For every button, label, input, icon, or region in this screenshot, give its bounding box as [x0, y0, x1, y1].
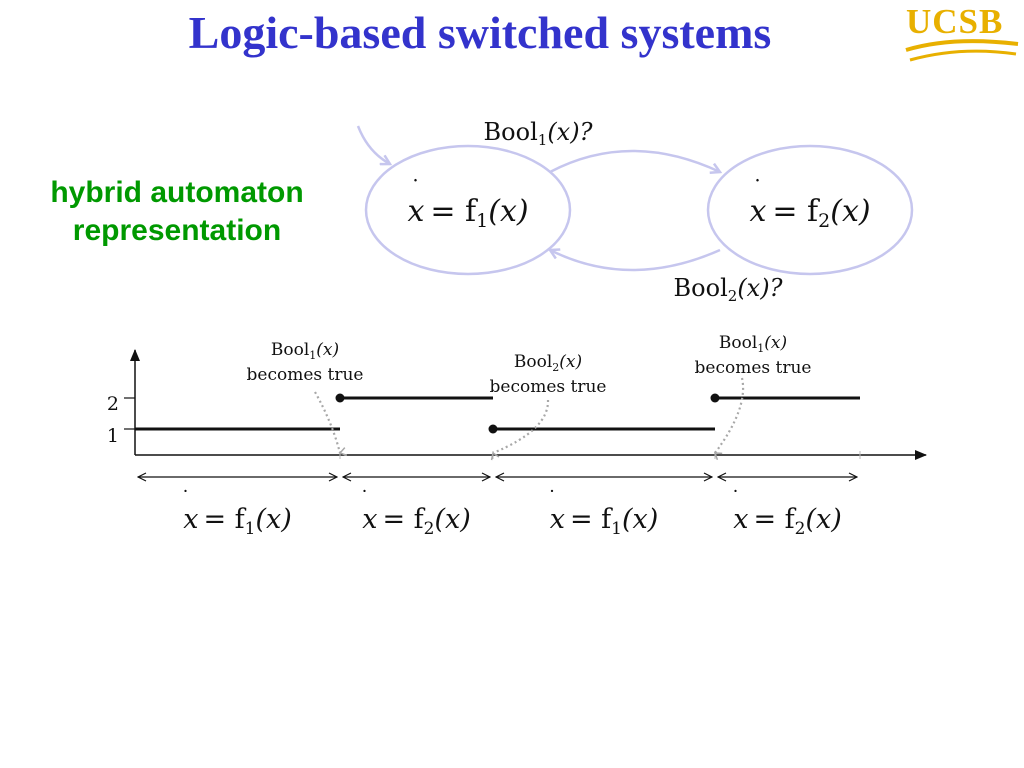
event-pointer-2 [490, 399, 550, 461]
dot-accent-q2: ˙ [752, 177, 763, 202]
interval-labels: x= f1(x) x= f2(x) x= f1(x) x= f2(x) [183, 504, 842, 539]
y-tick-1: 1 [107, 425, 119, 447]
interval-4-label: x= f2(x) [733, 504, 842, 539]
switch-dot-1 [335, 393, 345, 403]
event-1-text: becomes true [247, 365, 364, 385]
interval-3-dot-accent: ˙ [547, 486, 557, 510]
event-3-condition: Bool1(x) [719, 333, 787, 355]
state-q1 [364, 144, 572, 276]
state-q2 [706, 144, 914, 276]
state-q2-label: x= f2(x) [749, 194, 870, 232]
transition-arrow-q1-q2 [549, 149, 720, 172]
interval-3-label: x= f1(x) [550, 504, 659, 539]
side-label-line1: hybrid automaton [50, 176, 304, 209]
switch-dot-2 [488, 424, 498, 434]
state-q1-label: x= f1(x) [407, 194, 528, 232]
event-3-text: becomes true [695, 358, 812, 378]
logo-swoosh-icon [905, 39, 1019, 62]
logo-text: UCSB [906, 2, 1004, 41]
interval-1-dot-accent: ˙ [181, 486, 191, 510]
interval-1-label: x= f1(x) [183, 504, 292, 539]
interval-4-dot-accent: ˙ [731, 486, 741, 510]
hybrid-automaton-label: hybrid automaton representation [22, 174, 332, 250]
guard-bool2: Bool2(x)? [674, 274, 783, 305]
initial-state-arrow [356, 125, 390, 164]
ucsb-logo: UCSB [902, 2, 1020, 64]
interval-2-label: x= f2(x) [362, 504, 471, 539]
timeline-marks: ˙ ˙ ˙ ˙ [135, 377, 861, 510]
guard-bool1: Bool1(x)? [484, 118, 593, 149]
event-2-text: becomes true [490, 377, 607, 397]
dot-accent-q1: ˙ [410, 177, 421, 202]
switching-timeline: 2 1 ˙˙˙˙ Bool1(x) becomes true Bool2(x) … [107, 333, 927, 539]
transition-arrow-q2-q1 [550, 250, 721, 272]
event-pointer-1 [314, 391, 348, 457]
side-label-line2: representation [72, 214, 282, 247]
event-pointer-3 [713, 377, 745, 461]
y-tick-2: 2 [107, 393, 119, 415]
switch-dot-3 [710, 393, 720, 403]
slide-title: Logic-based switched systems [188, 7, 772, 58]
hybrid-automaton: x= f1(x) x= f2(x) ˙ ˙ Bool1(x)? Bool2(x)… [356, 118, 914, 305]
interval-2-dot-accent: ˙ [360, 486, 370, 510]
event-1-condition: Bool1(x) [271, 340, 339, 362]
event-2-condition: Bool2(x) [514, 352, 582, 374]
